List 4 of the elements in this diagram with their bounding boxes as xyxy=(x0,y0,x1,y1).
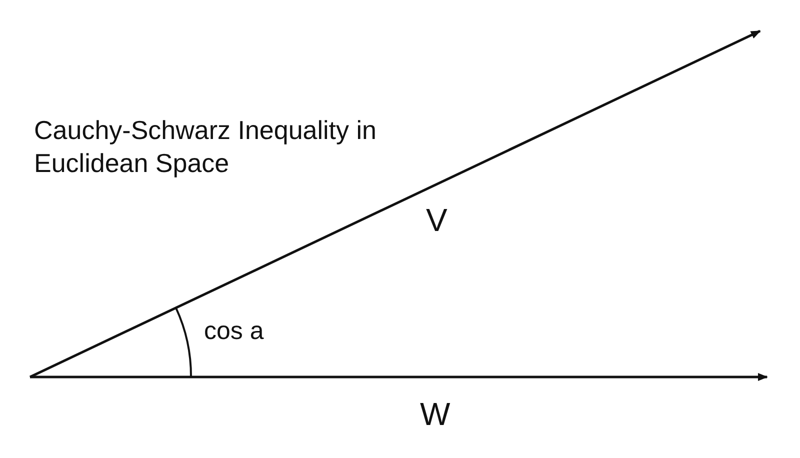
angle-label: cos a xyxy=(204,316,264,347)
vector-label: V xyxy=(426,201,448,240)
vector-label: W xyxy=(420,395,450,434)
diagram-title: Cauchy-Schwarz Inequality in Euclidean Space xyxy=(34,114,378,179)
